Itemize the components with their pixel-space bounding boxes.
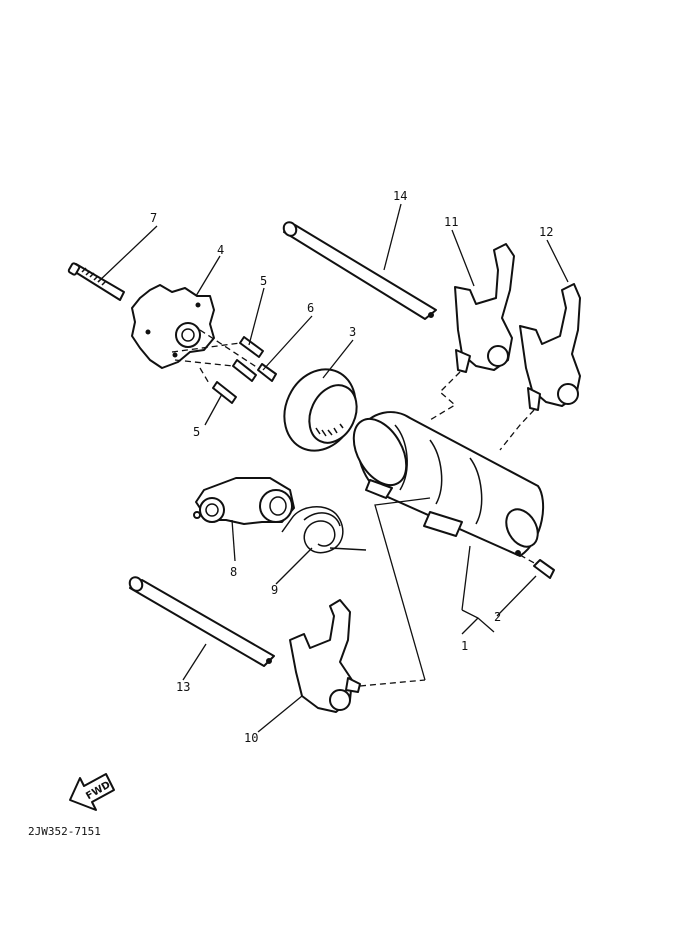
- callout-5-lower: 5: [193, 425, 200, 439]
- part-10-shift-fork: [289, 599, 426, 713]
- assembly-line: [374, 497, 431, 681]
- part-11-shift-fork: [429, 243, 515, 421]
- callout-12: 12: [539, 225, 553, 239]
- callout-9: 9: [271, 583, 278, 597]
- callout-14: 14: [393, 189, 407, 203]
- callout-3: 3: [349, 325, 356, 339]
- part-3-bearing: [283, 368, 358, 452]
- part-12-shift-fork: [499, 283, 581, 451]
- diagram-code: 2JW352-7151: [28, 825, 101, 838]
- callout-4: 4: [217, 243, 224, 257]
- part-7-bolt: [67, 262, 125, 301]
- callout-labels: 1 2 3 4 5 5 6 7 8 9 10 11 12 13 14: [150, 189, 553, 745]
- part-2-bolt: [519, 554, 555, 579]
- part-6-pin: [199, 329, 277, 382]
- callout-1: 1: [461, 639, 468, 653]
- callout-7: 7: [150, 211, 157, 225]
- part-4-segment: [131, 284, 215, 369]
- fwd-arrow-icon: FWD: [69, 773, 115, 811]
- callout-11: 11: [444, 215, 458, 229]
- callout-13: 13: [176, 680, 190, 694]
- part-8-lever: [193, 477, 295, 525]
- part-1-shift-drum: [352, 411, 545, 557]
- part-9-spring: [281, 506, 367, 554]
- callout-10: 10: [244, 731, 258, 745]
- part-5-pins: [171, 336, 264, 404]
- callout-8: 8: [230, 565, 237, 579]
- callout-2: 2: [494, 610, 501, 624]
- callout-6: 6: [307, 301, 314, 315]
- part-13-shift-shaft: [128, 576, 275, 667]
- leader-lines: [97, 203, 569, 733]
- callout-5-upper: 5: [260, 274, 267, 288]
- part-14-shift-shaft: [282, 221, 437, 320]
